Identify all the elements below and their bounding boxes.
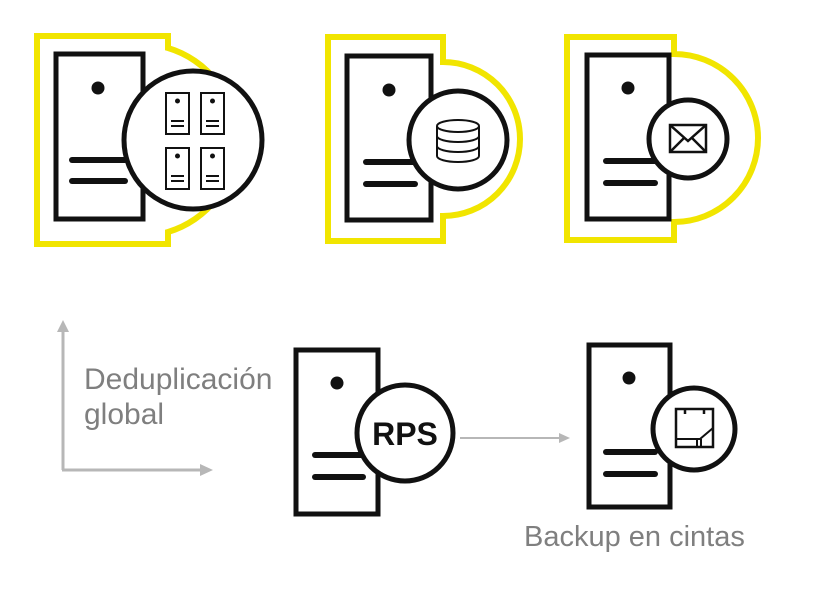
tape-backup-label: Backup en cintas	[524, 521, 745, 553]
replication-arrow	[460, 433, 570, 443]
node-database	[325, 34, 523, 244]
node-mail	[564, 34, 761, 243]
dedup-label-line2: global	[84, 397, 165, 431]
dedup-label: Deduplicación global	[84, 363, 272, 432]
dedup-label-line1: Deduplicación	[84, 363, 273, 396]
rps-badge: RPS	[354, 382, 456, 484]
node-virtual-servers	[34, 33, 265, 247]
database-icon	[406, 88, 510, 192]
server-icon	[293, 347, 381, 517]
mail-icon	[646, 97, 730, 181]
tape-icon	[650, 385, 738, 473]
virtual-servers-icon	[121, 68, 265, 212]
node-rps: RPS	[293, 347, 456, 517]
server-icon	[344, 53, 434, 223]
node-tape	[586, 342, 738, 510]
rps-label: RPS	[372, 416, 438, 452]
dedup-axis	[57, 320, 213, 476]
